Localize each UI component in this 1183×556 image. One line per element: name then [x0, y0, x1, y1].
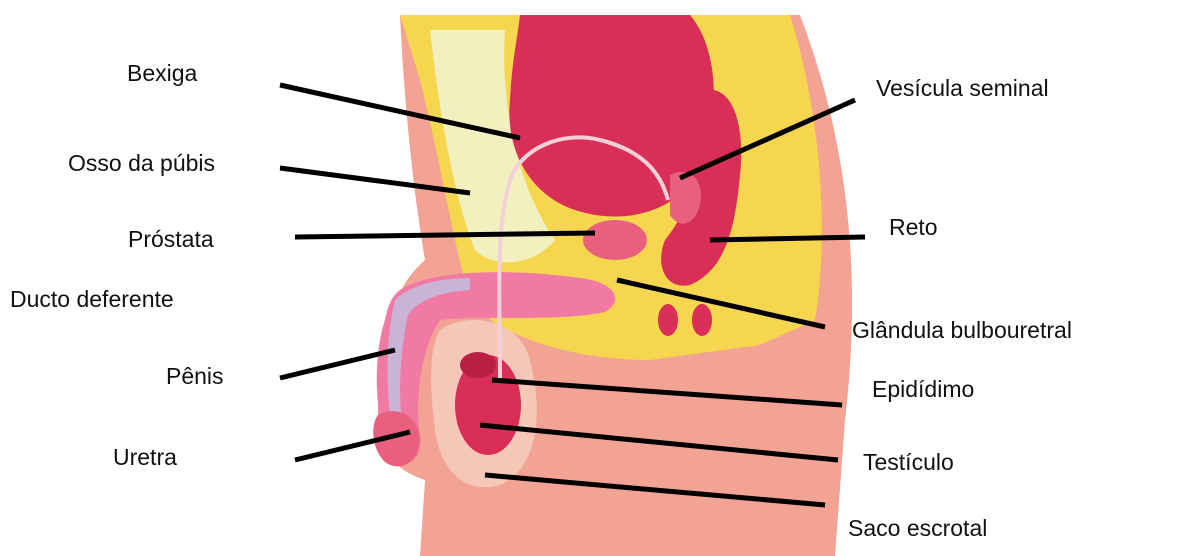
bulbourethral-gland-b: [692, 304, 712, 336]
epididymis-organ: [460, 352, 496, 378]
label-uretra: Uretra: [113, 446, 177, 469]
label-epididimo: Epidídimo: [872, 378, 974, 401]
bulbourethral-gland-a: [658, 304, 678, 336]
leader-reto: [710, 237, 865, 240]
label-penis: Pênis: [166, 365, 224, 388]
label-vesicula-seminal: Vesícula seminal: [876, 77, 1049, 100]
label-ducto-deferente: Ducto deferente: [10, 288, 174, 311]
label-reto: Reto: [889, 216, 938, 239]
label-osso-pubis: Osso da púbis: [68, 152, 215, 175]
label-bexiga: Bexiga: [127, 62, 197, 85]
label-saco-escrotal: Saco escrotal: [848, 517, 987, 540]
label-testiculo: Testículo: [863, 451, 954, 474]
label-glandula-bulbouretral: Glândula bulbouretral: [852, 319, 1072, 342]
prostate-organ: [583, 220, 647, 260]
label-prostata: Próstata: [128, 228, 214, 251]
